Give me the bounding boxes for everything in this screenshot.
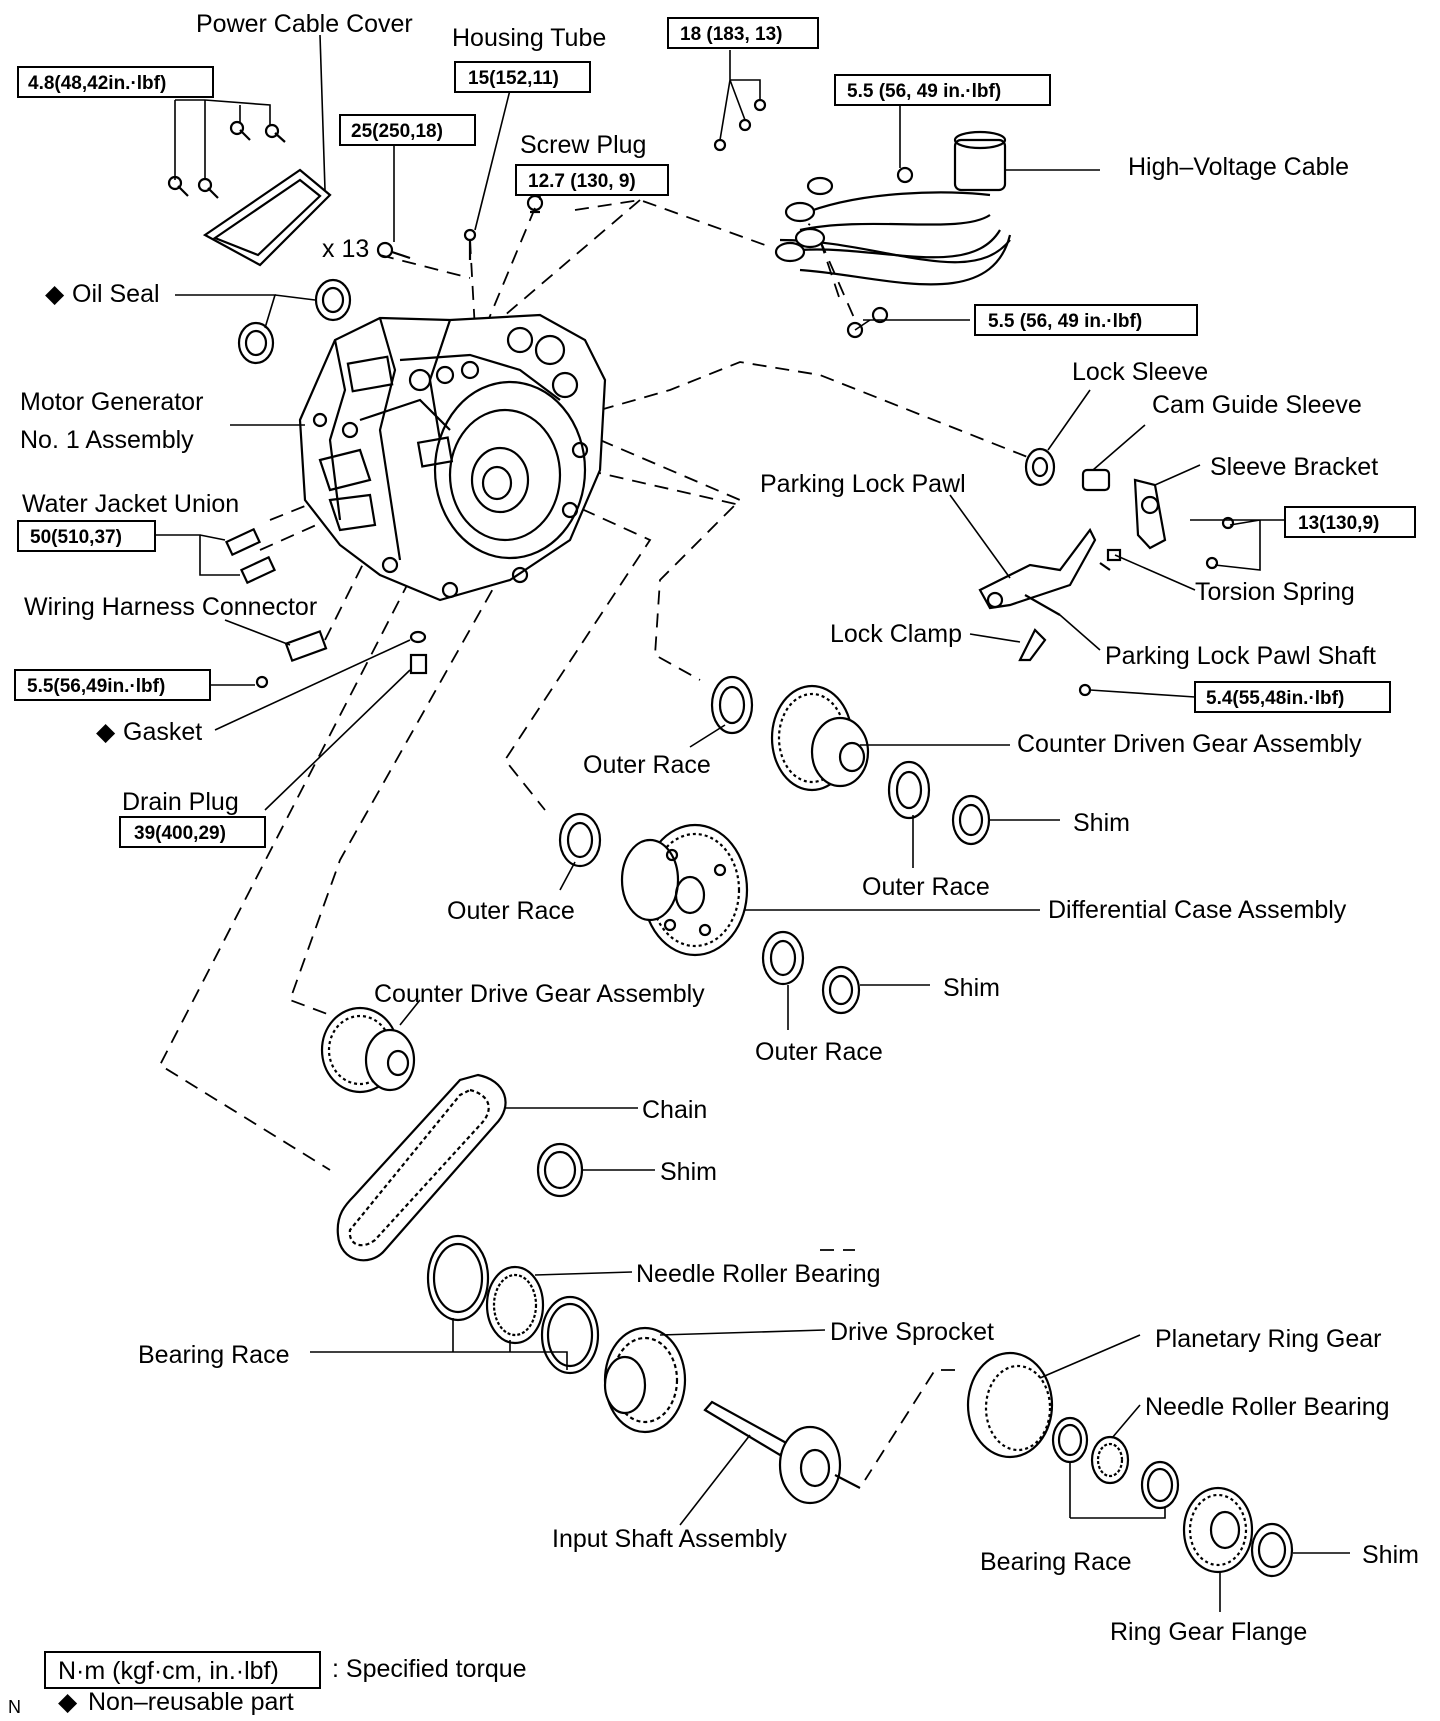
legend-torque-box — [44, 1651, 321, 1689]
label-drive-sprocket: Drive Sprocket — [830, 1318, 994, 1346]
transaxle-housing — [298, 313, 607, 602]
torque-sleeve-bracket: 13(130,9) — [1298, 513, 1379, 534]
part-labels: Power Cable Cover Housing Tube Screw Plu… — [20, 10, 1419, 1646]
differential-case-part — [620, 823, 749, 957]
label-bearing-race-1: Bearing Race — [138, 1341, 289, 1369]
torque-screw-plug: 12.7 (130, 9) — [528, 171, 636, 192]
drain-plug-parts — [409, 630, 428, 675]
label-lock-sleeve: Lock Sleeve — [1072, 358, 1208, 386]
ring-gear-flange-part — [1182, 1486, 1254, 1574]
label-sleeve-bracket: Sleeve Bracket — [1210, 453, 1378, 481]
torque-lock-clamp: 5.4(55,48in.·lbf) — [1206, 688, 1344, 709]
leader-lines — [155, 34, 1350, 1612]
label-outer-race-2: Outer Race — [862, 873, 990, 901]
label-input-shaft-assembly: Input Shaft Assembly — [552, 1525, 787, 1553]
high-voltage-cable-part — [713, 98, 1012, 339]
torque-box-harness — [14, 669, 211, 701]
bearing-race-group-left — [426, 1234, 600, 1375]
label-cam-guide-sleeve: Cam Guide Sleeve — [1152, 391, 1362, 419]
label-screw-plug: Screw Plug — [520, 131, 646, 159]
label-outer-race-4: Outer Race — [755, 1038, 883, 1066]
label-shim-4: Shim — [1362, 1541, 1419, 1569]
parking-lock-parts — [978, 447, 1235, 697]
label-drain-plug: Drain Plug — [122, 788, 239, 816]
label-torsion-spring: Torsion Spring — [1195, 578, 1355, 606]
label-wiring-harness-connector: Wiring Harness Connector — [24, 593, 317, 621]
torque-box-cable-top — [667, 17, 819, 49]
planetary-ring-gear-part — [966, 1351, 1054, 1459]
torque-drain-plug: 39(400,29) — [134, 823, 226, 844]
torque-water-jacket-union: 50(510,37) — [30, 527, 122, 548]
torque-cable-bolts-top: 18 (183, 13) — [680, 24, 782, 45]
label-shim-3: Shim — [660, 1158, 717, 1186]
input-shaft-part — [703, 1400, 861, 1505]
water-jacket-union-parts — [224, 527, 277, 585]
label-motor-generator-line1: Motor Generator — [20, 388, 203, 416]
label-parking-lock-pawl-shaft: Parking Lock Pawl Shaft — [1105, 642, 1376, 670]
power-cable-cover-part — [167, 120, 332, 267]
label-ring-gear-flange: Ring Gear Flange — [1110, 1618, 1307, 1646]
corner-code: N — [8, 1697, 21, 1716]
torque-box-sleeve-bracket — [1284, 506, 1416, 538]
label-outer-race-1: Outer Race — [583, 751, 711, 779]
torque-cable-bolt-mid: 5.5 (56, 49 in.·lbf) — [847, 81, 1001, 102]
label-needle-roller-bearing-1: Needle Roller Bearing — [636, 1260, 881, 1288]
label-planetary-ring-gear: Planetary Ring Gear — [1155, 1325, 1382, 1353]
shim-right-part — [1250, 1522, 1294, 1578]
label-lock-clamp: Lock Clamp — [830, 620, 962, 648]
housing-bolts — [376, 194, 544, 260]
label-bearing-race-2: Bearing Race — [980, 1548, 1131, 1576]
torque-box-housing-tube — [454, 61, 591, 93]
label-gasket: Gasket — [123, 718, 202, 746]
oil-seal-parts — [237, 278, 352, 365]
legend-diamond: ◆ — [58, 1688, 78, 1716]
torque-box-lock-clamp — [1194, 681, 1391, 713]
torque-box-screw-plug — [515, 164, 669, 196]
wiring-harness-connector-part — [255, 629, 328, 689]
oil-seal-diamond: ◆ — [45, 280, 65, 308]
label-chain: Chain — [642, 1096, 707, 1124]
label-outer-race-3: Outer Race — [447, 897, 575, 925]
label-oil-seal: Oil Seal — [72, 280, 160, 308]
label-x13: x 13 — [322, 235, 369, 263]
torque-box-water-jacket — [17, 520, 156, 552]
torque-box-power-cable-cover — [17, 66, 214, 98]
label-differential-case-assembly: Differential Case Assembly — [1048, 896, 1347, 924]
label-counter-drive-gear-assembly: Counter Drive Gear Assembly — [374, 980, 705, 1008]
label-housing-tube: Housing Tube — [452, 24, 606, 52]
torque-power-cable-cover: 4.8(48,42in.·lbf) — [28, 73, 166, 94]
outer-race-parts — [558, 675, 991, 1015]
legend-torque-units: N·m (kgf·cm, in.·lbf) — [58, 1657, 279, 1685]
torque-bolts-x13: 25(250,18) — [351, 121, 443, 142]
shim-chain-part — [536, 1142, 584, 1198]
legend: N·m (kgf·cm, in.·lbf) : Specified torque… — [8, 1651, 527, 1717]
torque-box-drain-plug — [119, 816, 266, 848]
label-shim-2: Shim — [943, 974, 1000, 1002]
label-motor-generator-line2: No. 1 Assembly — [20, 426, 194, 454]
chain-part — [336, 1073, 507, 1262]
torque-box-cable-low — [974, 304, 1198, 336]
torque-wiring-harness-connector: 5.5(56,49in.·lbf) — [27, 676, 165, 697]
bearing-race-group-right — [1051, 1416, 1180, 1510]
torque-boxes: 4.8(48,42in.·lbf) 15(152,11) 25(250,18) … — [14, 17, 1416, 848]
label-power-cable-cover: Power Cable Cover — [196, 10, 413, 38]
torque-box-cable-mid — [834, 74, 1051, 106]
torque-box-bolts — [339, 114, 476, 146]
legend-torque-desc: : Specified torque — [332, 1655, 527, 1683]
counter-drive-gear-part — [320, 1006, 416, 1094]
counter-driven-gear-part — [770, 684, 870, 792]
label-counter-driven-gear-assembly: Counter Driven Gear Assembly — [1017, 730, 1362, 758]
legend-non-reusable: Non–reusable part — [88, 1688, 294, 1716]
gasket-diamond: ◆ — [96, 718, 116, 746]
label-shim-1: Shim — [1073, 809, 1130, 837]
torque-housing-tube: 15(152,11) — [468, 68, 559, 89]
label-water-jacket-union: Water Jacket Union — [22, 490, 239, 518]
label-parking-lock-pawl: Parking Lock Pawl — [760, 470, 966, 498]
label-high-voltage-cable: High–Voltage Cable — [1128, 153, 1349, 181]
label-needle-roller-bearing-2: Needle Roller Bearing — [1145, 1393, 1390, 1421]
torque-cable-bolts-low: 5.5 (56, 49 in.·lbf) — [988, 311, 1142, 332]
drive-sprocket-part — [603, 1326, 687, 1434]
